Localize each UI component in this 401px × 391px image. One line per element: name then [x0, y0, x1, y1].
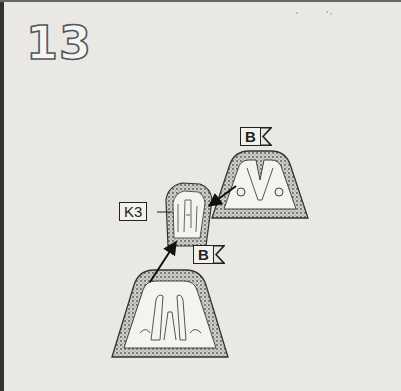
part-number-box: K3	[119, 202, 147, 221]
assembly-arrow	[209, 186, 236, 206]
leader-line	[157, 212, 172, 213]
part-top-right	[212, 151, 308, 218]
part-k3	[166, 183, 212, 246]
part-number: K3	[119, 202, 147, 221]
sprue-flag	[260, 127, 272, 146]
assembly-arrow	[150, 242, 176, 282]
step-number: 13	[26, 16, 92, 70]
sprue-flag	[213, 245, 225, 264]
page-edge	[0, 0, 4, 391]
sprue-letter: B	[240, 127, 261, 146]
page-edge	[0, 0, 401, 2]
part-bottom	[112, 270, 228, 357]
sprue-letter-tag: B	[240, 127, 261, 146]
sprue-letter-tag: B	[193, 245, 214, 264]
sprue-letter: B	[193, 245, 214, 264]
